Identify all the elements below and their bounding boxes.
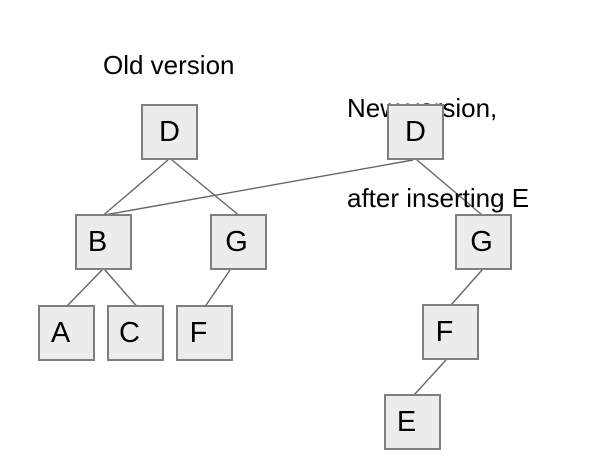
node-new-d: D [387, 104, 444, 160]
node-old-f-label: F [189, 316, 208, 349]
edge-new-g-to-new-f [450, 269, 483, 306]
node-a-label: A [50, 316, 71, 349]
edge-old-g-to-old-f [204, 269, 231, 307]
edge-old-b-to-c [104, 269, 138, 307]
node-old-d-label: D [159, 115, 180, 148]
node-old-f: F [176, 305, 233, 361]
edge-old-d-to-old-g [171, 159, 239, 216]
node-old-g: G [210, 214, 267, 270]
node-new-d-label: D [405, 115, 426, 148]
node-a: A [38, 305, 95, 361]
node-old-b: B [75, 214, 132, 270]
node-e: E [384, 394, 441, 450]
edge-new-d-to-new-g [416, 159, 483, 216]
node-c: C [107, 305, 164, 361]
old-version-title: Old version [103, 50, 235, 80]
edge-new-d-to-old-b [104, 159, 414, 216]
node-new-g-label: G [470, 225, 493, 258]
node-old-g-label: G [225, 225, 248, 258]
node-e-label: E [396, 405, 417, 438]
node-new-f: F [422, 304, 479, 360]
edge-new-f-to-e [413, 359, 447, 396]
edge-old-d-to-old-b [103, 159, 169, 216]
node-new-f-label: F [435, 315, 454, 348]
new-version-title-line2: after inserting E [347, 183, 530, 213]
node-new-g: G [455, 214, 512, 270]
node-old-b-label: B [87, 225, 108, 258]
node-old-d: D [141, 104, 198, 160]
node-c-label: C [119, 316, 140, 349]
edge-old-b-to-a [66, 269, 103, 307]
